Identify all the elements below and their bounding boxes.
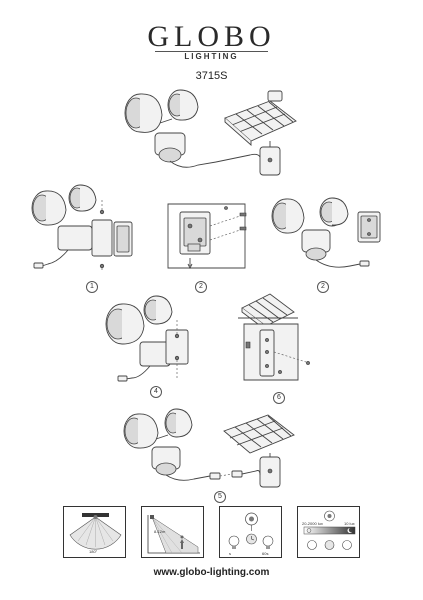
lux-high-label: 10 lux <box>344 521 355 526</box>
lux-setting-box: 20-2000 lux 10 lux <box>297 506 360 558</box>
step-number-2b: 2 <box>317 281 329 293</box>
step2-wall-figure <box>160 196 255 276</box>
product-overview-figure <box>120 85 310 190</box>
detection-angle-box: 180° <box>63 506 126 558</box>
brand-logo: GLOBO <box>147 20 276 53</box>
time-max-label: 60s <box>262 551 269 556</box>
step-number-6: 6 <box>273 392 285 404</box>
spec-info-boxes: 180° 8-12m <box>63 506 360 560</box>
solar-panel <box>216 101 296 175</box>
angle-label: 180° <box>89 549 98 554</box>
website-url: www.globo-lighting.com <box>153 567 270 578</box>
time-setting-box: s 60s <box>219 506 282 558</box>
step-number-1: 1 <box>86 281 98 293</box>
step5-figure <box>120 405 310 495</box>
step6-figure <box>232 290 322 390</box>
time-unit-label: s <box>229 551 231 556</box>
step1-figure <box>28 180 138 280</box>
range-distance-label: 8-12m <box>154 529 166 534</box>
step2-mount-figure <box>268 190 383 280</box>
brand-subtitle: LIGHTING <box>184 52 239 61</box>
twin-spotlight <box>125 90 216 167</box>
lux-low-label: 20-2000 lux <box>302 521 323 526</box>
logo-rule <box>155 51 268 52</box>
step-number-4: 4 <box>150 386 162 398</box>
step4-figure <box>100 290 200 385</box>
step-number-2a: 2 <box>195 281 207 293</box>
step-number-5: 5 <box>214 491 226 503</box>
model-number: 3715S <box>195 70 228 82</box>
detection-range-box: 8-12m <box>141 506 204 558</box>
